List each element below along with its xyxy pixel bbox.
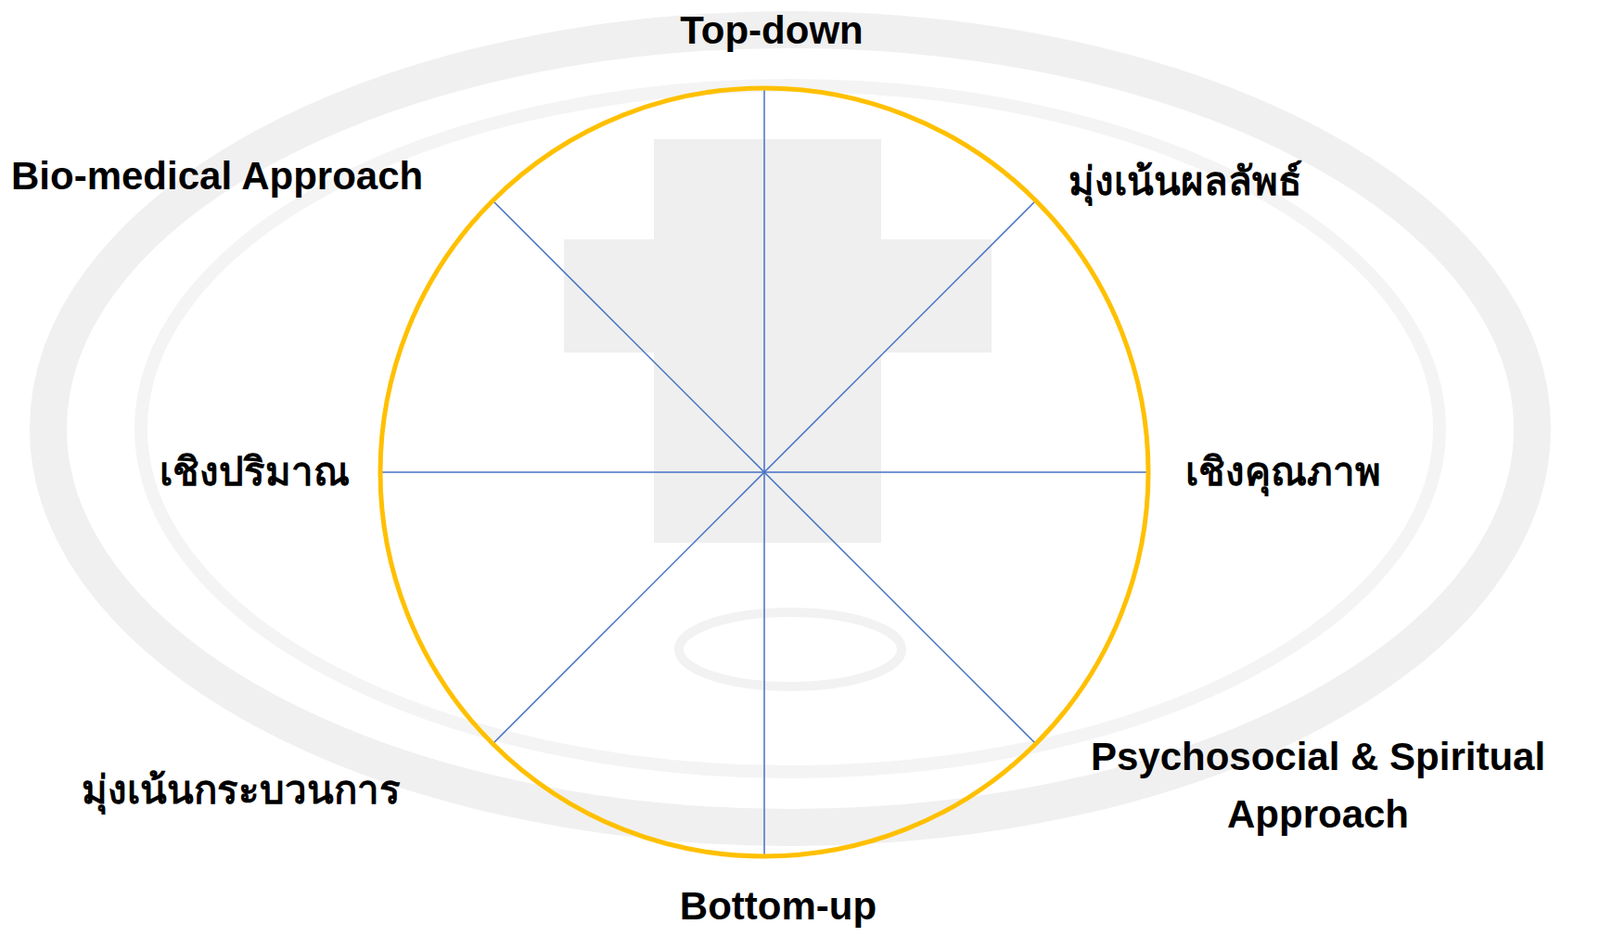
spokes <box>380 88 1149 857</box>
axis-label: Bottom-up <box>679 877 877 935</box>
outer-circle <box>380 88 1149 857</box>
axis-label: เชิงคุณภาพ <box>1185 443 1382 501</box>
axis-label: Top-down <box>679 1 863 60</box>
axis-label: เชิงปริมาณ <box>159 443 350 501</box>
axis-label: มุ่งเน้นผลลัพธ์ <box>1068 153 1303 211</box>
watermark-logo <box>48 29 1533 828</box>
axis-label: Bio-medical Approach <box>11 147 423 205</box>
axis-label: มุ่งเน้นกระบวนการ <box>81 761 401 820</box>
axis-label: Psychosocial & Spiritual Approach <box>1053 728 1583 844</box>
